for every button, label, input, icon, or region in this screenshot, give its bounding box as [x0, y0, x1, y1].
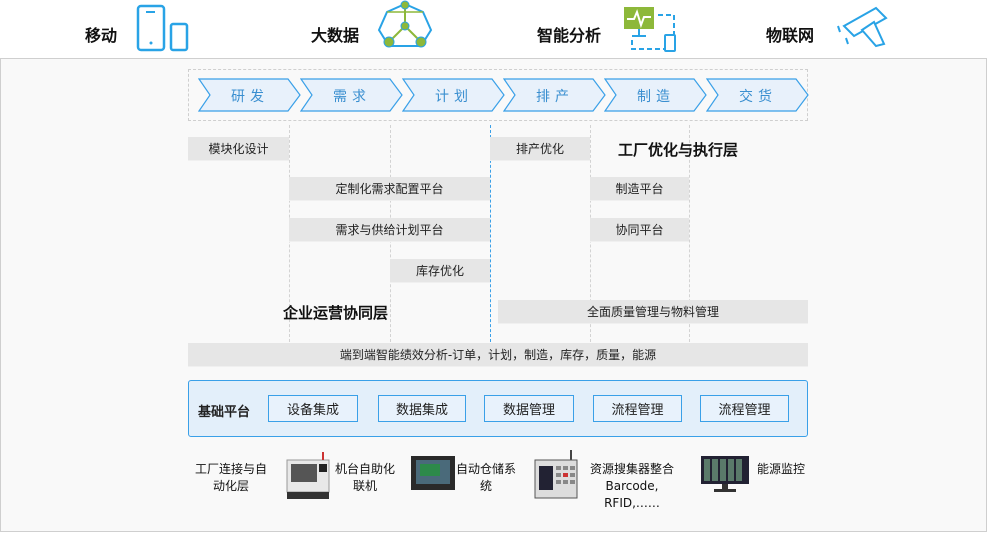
chevron-shape: [503, 78, 606, 112]
bar-scheduling-optimization: 排产优化: [490, 137, 590, 161]
bar-quality-material-management: 全面质量管理与物料管理: [498, 300, 808, 324]
process-step-label: 排产: [536, 89, 574, 105]
base-item-data-integration: 数据集成: [378, 395, 466, 422]
bar-manufacturing-platform: 制造平台: [590, 177, 689, 201]
process-step-5: 交货: [706, 78, 810, 112]
data-collector-label: 资源搜集器整合 Barcode, RFID,……: [589, 462, 674, 510]
bar-custom-config-platform: 定制化需求配置平台: [289, 177, 490, 201]
chevron-shape: [402, 78, 505, 112]
warehouse-screen-image: [411, 456, 455, 490]
bar-modular-design: 模块化设计: [188, 137, 289, 161]
bar-collaboration-platform: 协同平台: [590, 218, 689, 242]
auto-warehouse-label: 自动仓储系统: [456, 462, 517, 493]
channel-bigdata-label: 大数据: [311, 26, 360, 45]
chevron-shape: [300, 78, 403, 112]
process-step-label: 计划: [435, 89, 473, 105]
column-divider: [689, 125, 690, 347]
bar-supply-demand-planning: 需求与供给计划平台: [289, 218, 490, 242]
chevron-shape: [198, 78, 301, 112]
process-step-label: 制造: [637, 89, 675, 105]
enterprise-layer-title: 企业运营协同层: [283, 304, 389, 322]
process-step-label: 交货: [739, 89, 777, 105]
mobile-devices-icon: [136, 4, 189, 52]
bar-inventory-optimization: 库存优化: [390, 259, 490, 283]
process-step-0: 研发: [198, 78, 302, 112]
process-step-label: 研发: [231, 89, 269, 105]
energy-monitoring-label: 能源监控: [756, 462, 805, 476]
base-item-data-management: 数据管理: [484, 395, 574, 422]
layer-divider: [490, 125, 491, 347]
machine-tool-image: [286, 452, 330, 499]
machine-networking-label: 机台自助化联机: [334, 462, 395, 493]
data-collector-image: [534, 450, 578, 499]
iot-camera-icon: [837, 6, 888, 48]
process-step-3: 排产: [503, 78, 607, 112]
network-nodes-icon: [377, 0, 433, 48]
energy-monitor-image: [701, 456, 749, 492]
base-platform-label: 基础平台: [198, 405, 251, 420]
channel-analytics-label: 智能分析: [537, 26, 602, 45]
process-step-label: 需求: [333, 89, 371, 105]
chevron-shape: [604, 78, 707, 112]
base-item-process-management: 流程管理: [593, 395, 682, 422]
channel-mobile-label: 移动: [85, 26, 118, 45]
channel-iot-label: 物联网: [766, 26, 815, 45]
chevron-shape: [706, 78, 809, 112]
process-step-4: 制造: [604, 78, 708, 112]
analytics-monitor-icon: [624, 7, 676, 52]
bar-end-to-end-analytics: 端到端智能绩效分析-订单，计划，制造，库存，质量，能源: [188, 343, 808, 367]
process-step-2: 计划: [402, 78, 506, 112]
base-item-device-integration: 设备集成: [268, 395, 358, 422]
process-step-1: 需求: [300, 78, 404, 112]
factory-layer-title: 工厂优化与执行层: [618, 141, 739, 159]
factory-connection-title: 工厂连接与自动化层: [194, 462, 267, 493]
base-item-process-management: 流程管理: [700, 395, 789, 422]
